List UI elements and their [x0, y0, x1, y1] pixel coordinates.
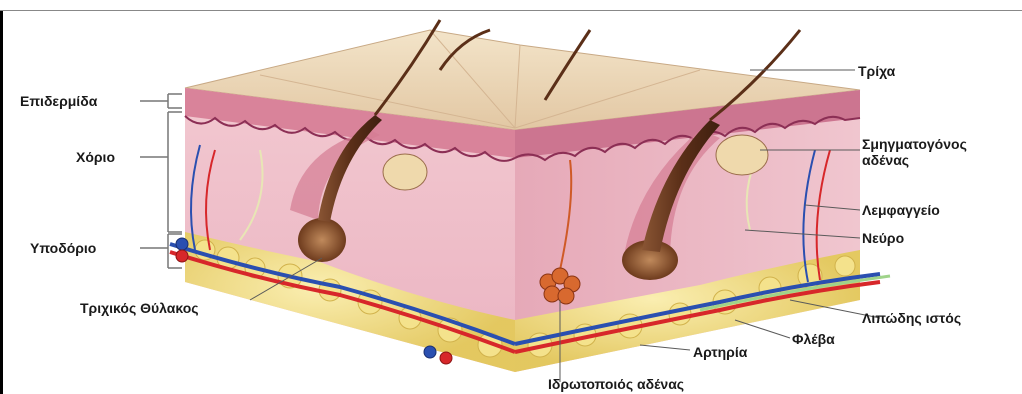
label-sebaceous-gland-1: Σμηγματογόνος	[862, 136, 967, 152]
label-hair-follicle: Τριχικός Θύλακος	[80, 300, 199, 316]
label-dermis: Χόριο	[76, 149, 115, 165]
sebaceous-gland-right	[716, 135, 768, 175]
label-artery: Αρτηρία	[693, 344, 747, 360]
hair-bulb-left	[298, 218, 346, 262]
label-lymph-vessel: Λεμφαγγείο	[862, 202, 940, 218]
label-nerve: Νεύρο	[862, 230, 904, 246]
layer-brackets	[140, 94, 182, 268]
label-vein: Φλέβα	[792, 331, 835, 347]
label-sebaceous-gland-2: αδένας	[862, 152, 909, 168]
label-adipose-tissue: Λιπώδης ιστός	[862, 310, 961, 326]
sebaceous-gland-left	[383, 154, 427, 190]
label-sweat-gland: Ιδρωτοποιός αδένας	[548, 376, 684, 392]
label-hair: Τρίχα	[858, 63, 895, 79]
label-epidermis: Επιδερμίδα	[20, 93, 97, 109]
label-hypodermis: Υποδόριο	[30, 240, 96, 256]
